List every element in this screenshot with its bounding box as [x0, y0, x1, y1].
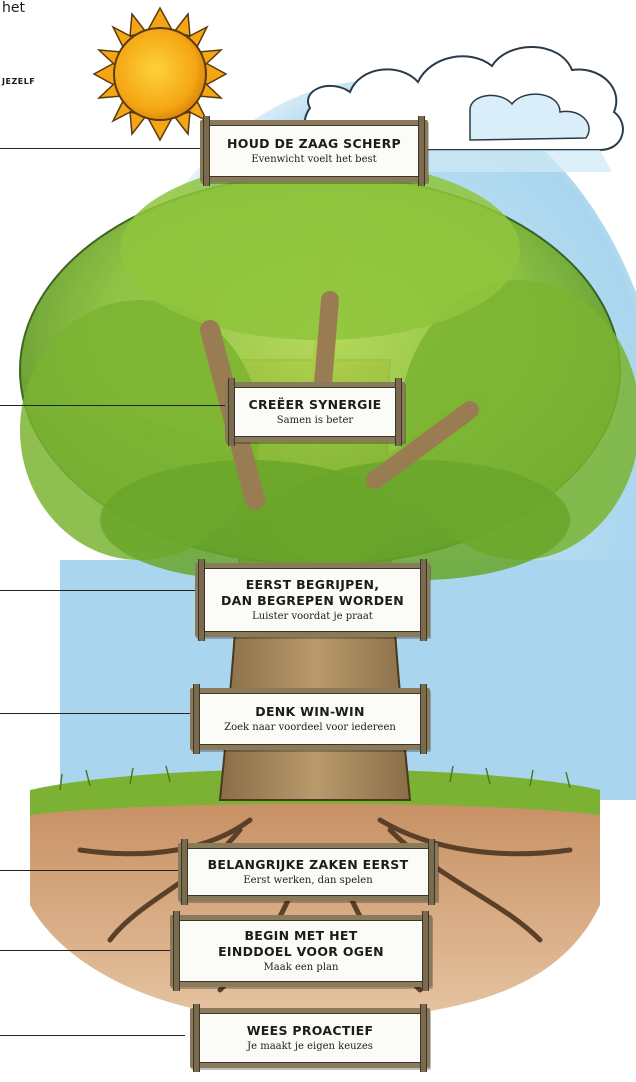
leader-line: [0, 870, 180, 871]
text-fragment-top: het: [2, 0, 25, 16]
leader-line: [0, 590, 195, 591]
sign-houd-de-zaag-scherp: HOUD DE ZAAG SCHERP Evenwicht voelt het …: [200, 116, 428, 186]
sign-subtitle: Luister voordat je praat: [252, 611, 373, 623]
text-fragment-small: JEZELF: [2, 77, 36, 86]
sign-creeer-synergie: CREËER SYNERGIE Samen is beter: [225, 378, 405, 446]
sign-begin-met-het-einddoel: BEGIN MET HET EINDDOEL VOOR OGEN Maak ee…: [170, 911, 432, 991]
sign-title: BEGIN MET HET EINDDOEL VOOR OGEN: [218, 927, 384, 959]
leader-line: [0, 1035, 185, 1036]
sign-subtitle: Evenwicht voelt het best: [251, 154, 377, 166]
sign-eerst-begrijpen: EERST BEGRIJPEN, DAN BEGREPEN WORDEN Lui…: [195, 559, 430, 641]
sign-belangrijke-zaken-eerst: BELANGRIJKE ZAKEN EERST Eerst werken, da…: [178, 839, 438, 905]
sign-subtitle: Eerst werken, dan spelen: [243, 875, 373, 887]
leader-line: [0, 148, 200, 149]
sign-subtitle: Je maakt je eigen keuzes: [247, 1041, 373, 1053]
sign-title: HOUD DE ZAAG SCHERP: [227, 135, 401, 151]
sign-wees-proactief: WEES PROACTIEF Je maakt je eigen keuzes: [190, 1004, 430, 1072]
sign-subtitle: Zoek naar voordeel voor iedereen: [224, 722, 396, 734]
sign-subtitle: Samen is beter: [276, 415, 354, 427]
sign-title: CREËER SYNERGIE: [248, 396, 382, 412]
leader-line: [0, 950, 170, 951]
sign-title: BELANGRIJKE ZAKEN EERST: [207, 856, 409, 872]
sun-icon: [92, 6, 228, 142]
sign-denk-win-win: DENK WIN-WIN Zoek naar voordeel voor ied…: [190, 684, 430, 754]
sign-subtitle: Maak een plan: [263, 962, 339, 974]
sign-title: EERST BEGRIJPEN, DAN BEGREPEN WORDEN: [221, 576, 404, 608]
sign-title: DENK WIN-WIN: [255, 703, 365, 719]
tree-foliage: [19, 160, 636, 580]
leader-line: [0, 405, 225, 406]
leader-line: [0, 713, 190, 714]
sign-title: WEES PROACTIEF: [246, 1022, 374, 1038]
